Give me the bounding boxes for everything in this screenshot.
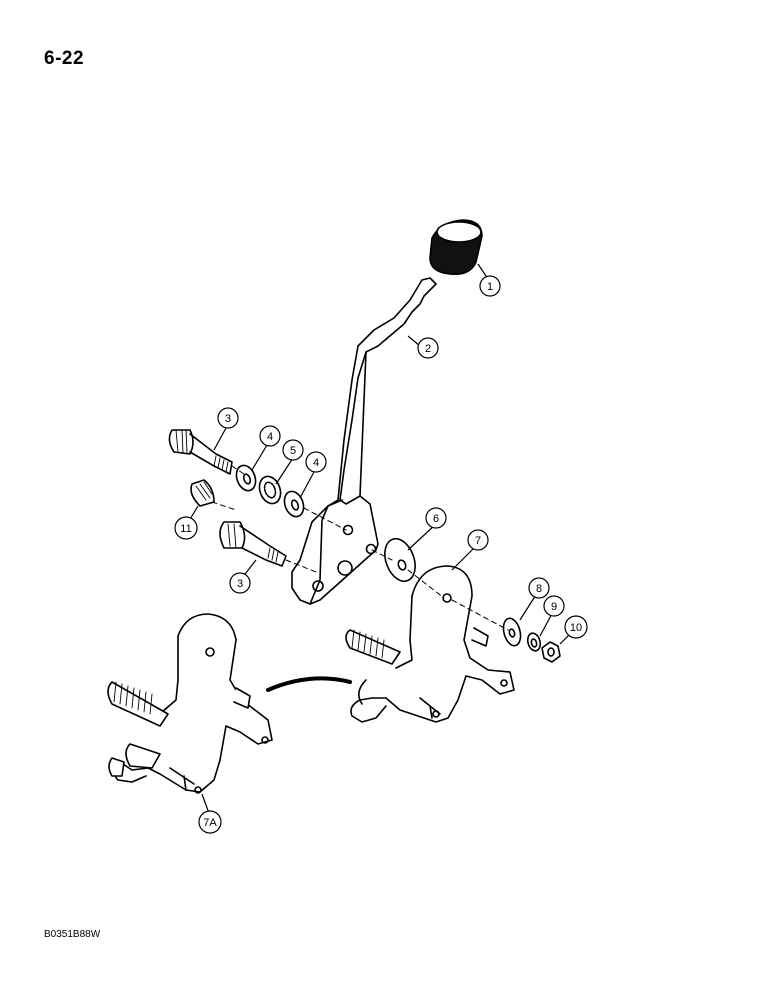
svg-text:2: 2 <box>425 343 431 355</box>
svg-text:7A: 7A <box>203 817 217 829</box>
callout-6: 6 <box>425 507 447 529</box>
callouts: 1 2 3 3 4 4 5 6 7 7A 8 9 10 11 <box>174 275 588 834</box>
callout-3-lower: 3 <box>229 572 251 594</box>
nut-10 <box>541 641 561 663</box>
callout-3-upper: 3 <box>217 407 239 429</box>
svg-text:5: 5 <box>290 445 296 457</box>
callout-1: 1 <box>479 275 501 297</box>
bracket-left <box>107 613 273 794</box>
callout-9: 9 <box>543 595 565 617</box>
flat-washer <box>384 537 416 583</box>
position-arrow <box>266 676 352 692</box>
svg-text:6: 6 <box>433 513 439 525</box>
washer-left <box>235 464 257 492</box>
pedal-arm <box>291 277 437 605</box>
callout-4-left: 4 <box>259 425 281 447</box>
thrust-bearing <box>258 475 282 505</box>
svg-text:7: 7 <box>475 535 481 547</box>
callout-8: 8 <box>528 577 550 599</box>
washer-right <box>283 490 305 518</box>
svg-text:10: 10 <box>570 622 582 634</box>
pedal-pad <box>429 219 483 276</box>
shoulder-bolt-lower <box>219 521 287 567</box>
callout-11: 11 <box>174 516 198 540</box>
lock-washer-9 <box>526 632 542 652</box>
svg-text:9: 9 <box>551 601 557 613</box>
callout-10: 10 <box>564 615 588 639</box>
svg-text:8: 8 <box>536 583 542 595</box>
callout-2: 2 <box>417 337 439 359</box>
svg-text:1: 1 <box>487 281 493 293</box>
alignment-lines <box>211 465 509 631</box>
svg-text:3: 3 <box>225 413 231 425</box>
figure-code: B0351B88W <box>44 929 101 940</box>
callout-7a: 7A <box>198 810 222 834</box>
svg-text:4: 4 <box>313 457 319 469</box>
svg-text:3: 3 <box>237 578 243 590</box>
set-screw <box>190 479 215 507</box>
page-number: 6-22 <box>44 48 85 69</box>
washer-8 <box>502 617 522 647</box>
callout-7: 7 <box>467 529 489 551</box>
svg-text:11: 11 <box>180 523 191 535</box>
svg-text:4: 4 <box>267 431 273 443</box>
callout-5: 5 <box>282 439 304 461</box>
callout-4-right: 4 <box>305 451 327 473</box>
shoulder-bolt-upper <box>168 429 233 475</box>
bracket-right <box>345 565 515 723</box>
